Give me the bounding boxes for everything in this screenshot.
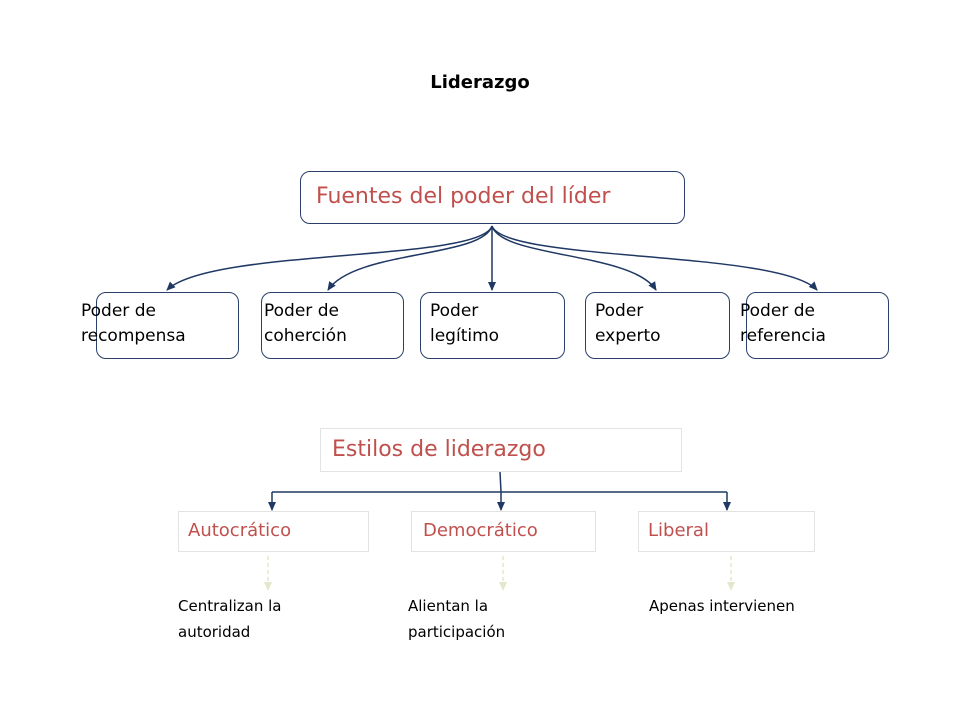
- power-box-legitimo: [420, 292, 565, 359]
- style-box-liberal: [638, 511, 815, 552]
- connector-referencia: [491, 225, 818, 291]
- style-label-democratico: Democrático: [423, 520, 538, 541]
- style-box-democratico: [411, 511, 596, 552]
- connector-recompensa: [166, 225, 493, 291]
- styles-heading: Estilos de liderazgo: [332, 437, 546, 462]
- power-box-experto: [585, 292, 730, 359]
- power-box-coercion: [261, 292, 404, 359]
- sources-heading-box: [300, 171, 685, 224]
- sources-heading: Fuentes del poder del líder: [316, 184, 611, 209]
- styles-heading-box: [320, 428, 682, 472]
- style-label-liberal: Liberal: [648, 520, 709, 541]
- style-label-autocratico: Autocrático: [188, 520, 292, 541]
- connector-coercion: [327, 225, 493, 291]
- style-box-autocratico: [178, 511, 369, 552]
- page-title: Liderazgo: [430, 72, 530, 93]
- power-box-referencia: [746, 292, 889, 359]
- connector-experto: [491, 225, 657, 291]
- power-box-recompensa: [96, 292, 239, 359]
- connector-styles-trunk: [499, 471, 502, 493]
- desc-liberal: Apenas intervienen: [649, 597, 795, 615]
